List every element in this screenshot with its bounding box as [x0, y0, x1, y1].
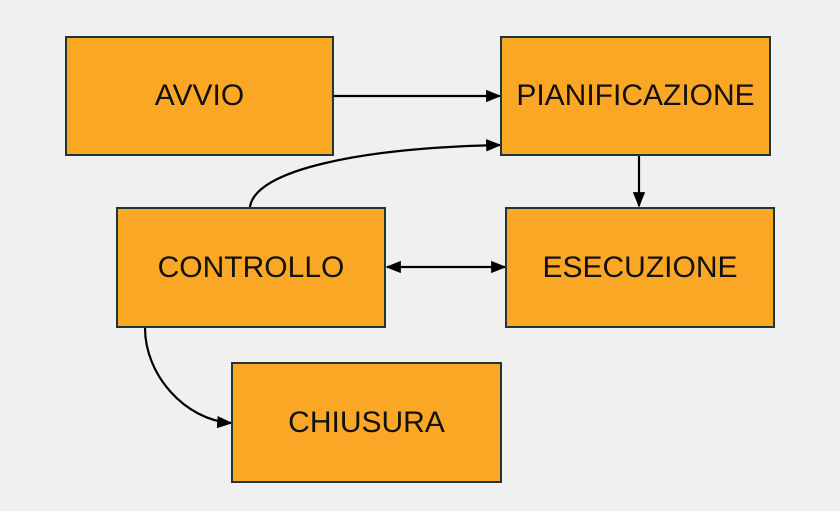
node-label: PIANIFICAZIONE — [516, 79, 755, 112]
node-label: CONTROLLO — [157, 250, 345, 284]
node-chiusura: CHIUSURA — [231, 362, 502, 483]
node-pianificazione: PIANIFICAZIONE — [500, 36, 771, 156]
arrow-controllo-to-pianificazione — [248, 139, 502, 208]
node-label: CHIUSURA — [288, 405, 445, 439]
node-label: AVVIO — [154, 79, 245, 112]
node-avvio: AVVIO — [65, 36, 334, 156]
node-esecuzione: ESECUZIONE — [505, 207, 775, 328]
arrow-controllo-to-chiusura — [143, 327, 233, 429]
node-controllo: CONTROLLO — [116, 207, 386, 328]
node-label: ESECUZIONE — [542, 250, 738, 284]
